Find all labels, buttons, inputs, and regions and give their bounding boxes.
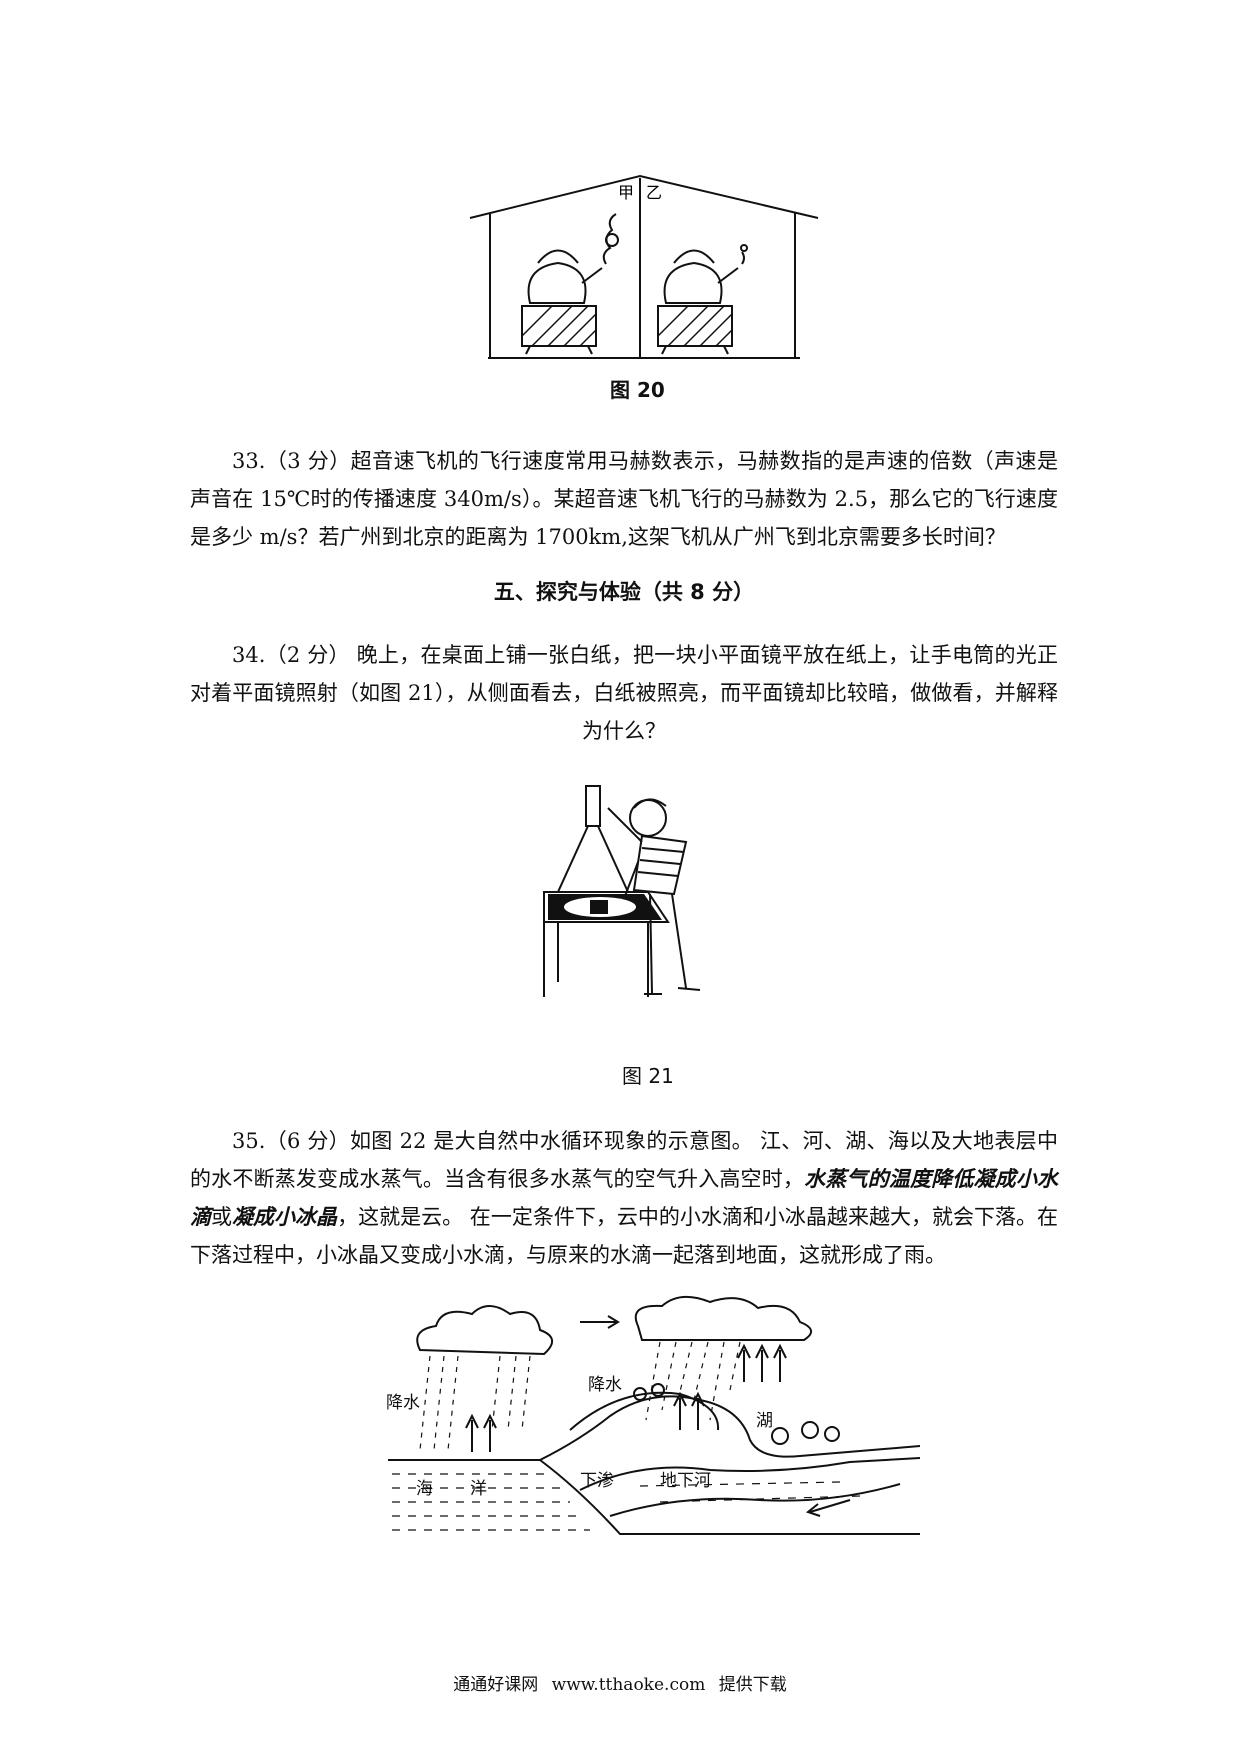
section-5-title: 五、探究与体验（共 8 分） (493, 580, 755, 604)
label-rain-left: 降水 (386, 1393, 420, 1413)
label-seep: 下渗 (580, 1471, 614, 1491)
question-35: 35.（6 分）如图 22 是大自然中水循环现象的示意图。 江、河、湖、海以及大… (190, 1122, 1058, 1274)
label-yi: 乙 (646, 183, 662, 202)
question-33: 33.（3 分）超音速飞机的飞行速度常用马赫数表示，马赫数指的是声速的倍数（声速… (190, 449, 1058, 549)
figure-20-drawing: 甲 乙 (469, 174, 819, 359)
page-footer: 通通好课网 www.tthaoke.com 提供下载 (0, 1670, 1240, 1695)
label-jia: 甲 (618, 183, 634, 202)
footer-suffix: 提供下载 (718, 1675, 787, 1695)
label-sea-1: 海 (416, 1479, 433, 1499)
figure-21 (538, 782, 738, 1012)
question-35-emphasis-1: 水蒸气的温度降低凝成小水滴 (190, 1167, 1059, 1229)
question-35-part-3: ，这就是云。 在一定条件下，云中的小水滴和小冰晶越来越大，就会下落。在下落过程中… (190, 1205, 1059, 1267)
label-sea-2: 洋 (470, 1479, 487, 1499)
question-35-part-1: 35.（6 分）如图 22 是大自然中水循环现象的示意图。 江、河、湖、海以及大… (190, 1129, 1058, 1191)
figure-20: 甲 乙 (460, 168, 820, 368)
question-34: 34.（2 分） 晚上，在桌面上铺一张白纸，把一块小平面镜平放在纸上，让手电筒的… (190, 643, 1058, 743)
label-underground-river: 地下河 (660, 1471, 711, 1491)
figure-22: 降水 降水 湖 海 洋 下渗 地下河 (380, 1290, 920, 1555)
footer-site-name: 通通好课网 (453, 1675, 539, 1695)
figure-21-caption: 图 21 (622, 1064, 674, 1088)
label-rain-mid: 降水 (588, 1375, 622, 1395)
figure-21-drawing (543, 785, 701, 997)
label-lake: 湖 (756, 1411, 773, 1431)
question-35-part-2: 或 (211, 1205, 233, 1229)
footer-url[interactable]: www.tthaoke.com (551, 1675, 706, 1695)
figure-20-caption: 图 20 (610, 378, 665, 402)
figure-22-drawing: 降水 降水 湖 海 洋 下渗 地下河 (386, 1295, 920, 1535)
question-35-emphasis-2: 凝成小冰晶 (232, 1205, 338, 1229)
